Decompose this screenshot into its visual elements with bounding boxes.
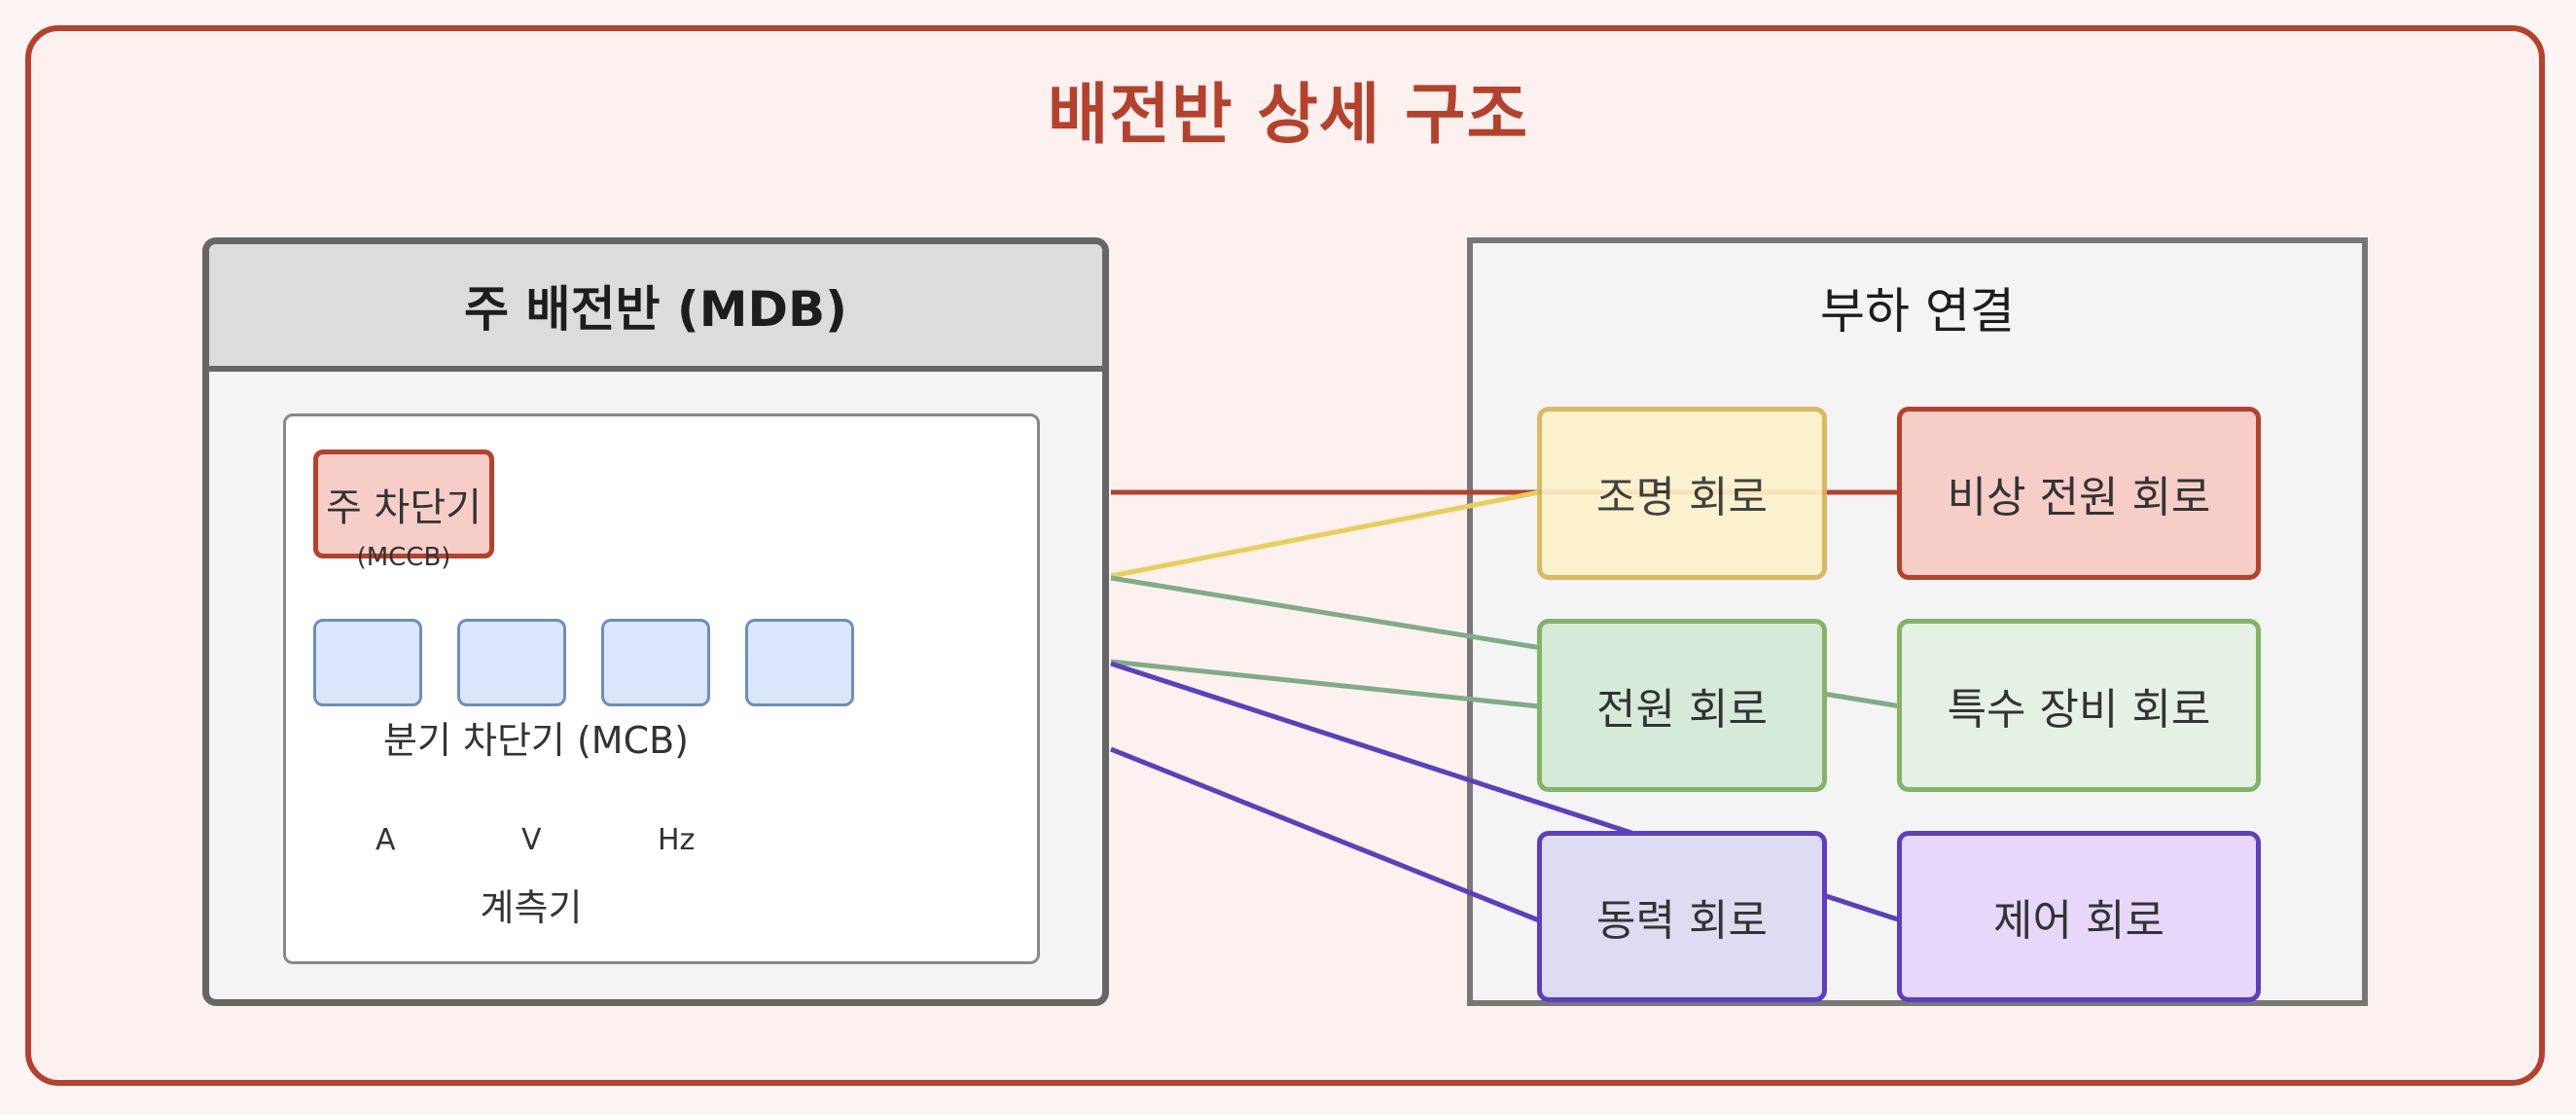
- circuit-motor-power: 동력 회로: [1537, 831, 1827, 1002]
- meter-unit-volt: V: [521, 823, 542, 857]
- circuit-special-equipment: 특수 장비 회로: [1897, 619, 2261, 792]
- branch-breaker-1: [313, 619, 422, 706]
- meter-unit-hertz: Hz: [658, 823, 696, 857]
- circuit-lighting: 조명 회로: [1537, 407, 1827, 580]
- circuit-control: 제어 회로: [1897, 831, 2261, 1002]
- main-breaker: 주 차단기: [313, 450, 494, 558]
- diagram-title: 배전반 상세 구조: [1047, 77, 1529, 154]
- meter-label: 계측기: [480, 886, 583, 929]
- line-to-power: [1110, 659, 1540, 709]
- circuit-emergency-power: 비상 전원 회로: [1897, 407, 2261, 580]
- load-connection-title: 부하 연결: [1820, 283, 2015, 340]
- main-breaker-sub-label: (MCCB): [356, 543, 451, 572]
- branch-breaker-4: [745, 619, 854, 706]
- branch-breaker-label: 분기 차단기 (MCB): [383, 719, 689, 762]
- line-to-motor-power: [1110, 746, 1540, 923]
- meter-unit-ampere: A: [376, 823, 396, 857]
- circuit-power: 전원 회로: [1537, 619, 1827, 792]
- mdb-header: 주 배전반 (MDB): [209, 244, 1102, 372]
- line-to-lighting: [1110, 489, 1540, 579]
- branch-breaker-3: [601, 619, 710, 706]
- branch-breaker-2: [457, 619, 566, 706]
